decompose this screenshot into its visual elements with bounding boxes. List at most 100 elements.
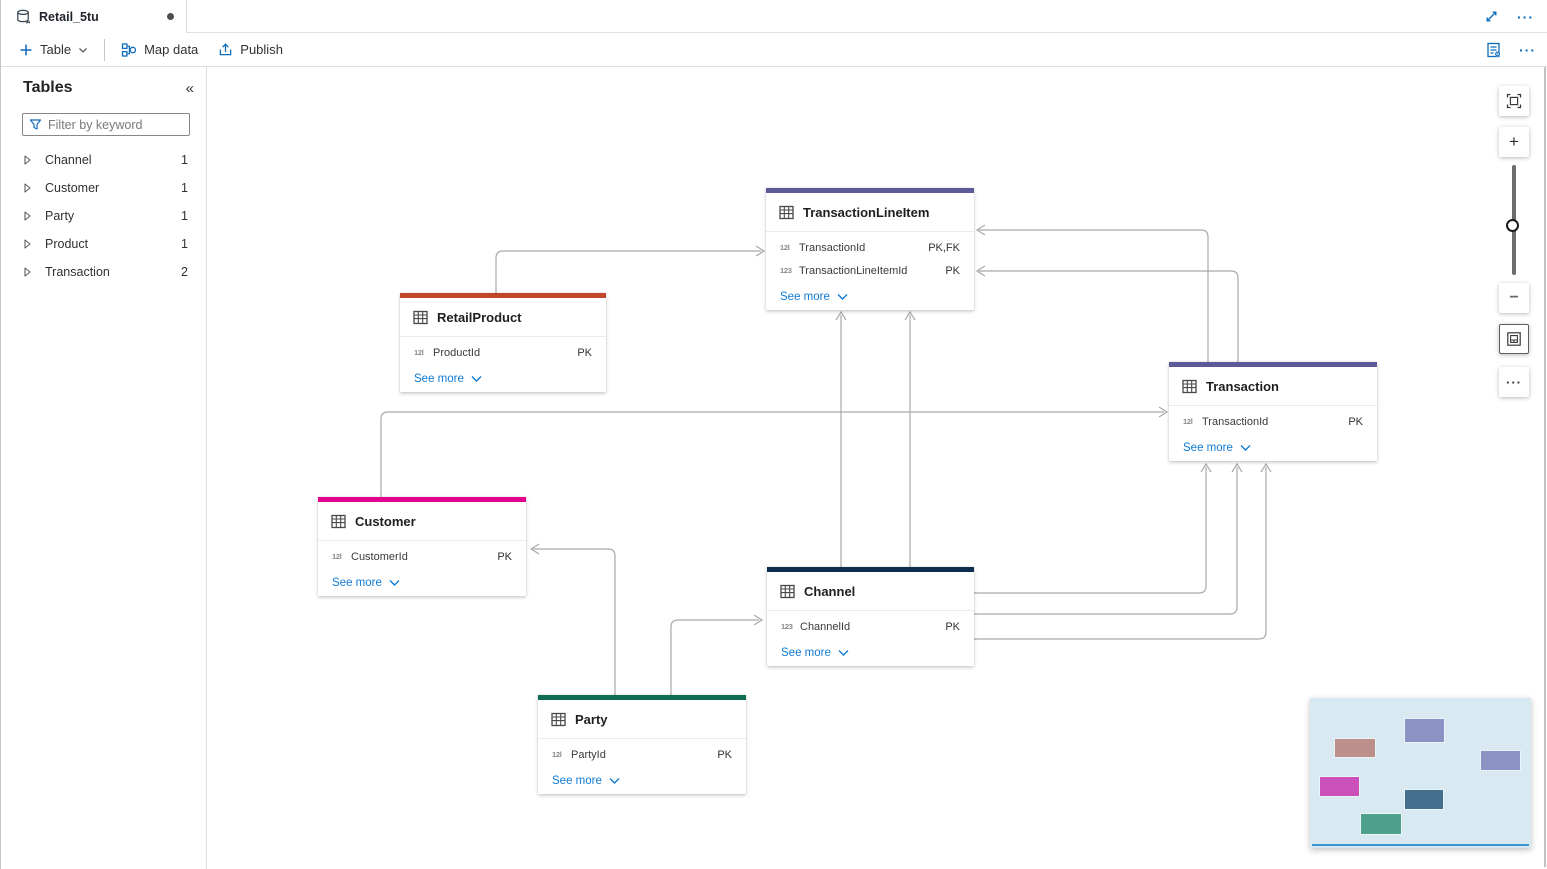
table-icon bbox=[779, 205, 794, 219]
plus-icon bbox=[20, 44, 32, 55]
chevron-right-icon bbox=[24, 239, 31, 249]
minimap[interactable] bbox=[1310, 698, 1531, 848]
see-more-label: See more bbox=[1183, 442, 1233, 454]
entity-color-bar bbox=[318, 497, 526, 502]
table-group-label: Channel bbox=[45, 153, 92, 167]
add-table-label: Table bbox=[40, 42, 72, 57]
sidebar-item-product[interactable]: Product 1 bbox=[1, 230, 206, 258]
zoom-in-button[interactable]: + bbox=[1499, 127, 1529, 157]
see-more-link[interactable]: See more bbox=[318, 570, 526, 596]
field-key-badge: PK bbox=[577, 346, 592, 359]
tab-retail-5tu[interactable]: Retail_5tu bbox=[1, 0, 187, 33]
field-name: CustomerId bbox=[351, 550, 408, 563]
tab-more-icon[interactable]: ··· bbox=[1517, 8, 1534, 25]
entity-card-transaction[interactable]: Transaction 12l TransactionId PK See more bbox=[1169, 362, 1377, 461]
minimap-table-rect bbox=[1361, 814, 1401, 834]
numeric-type-icon: 12l bbox=[1183, 417, 1193, 426]
minimap-icon bbox=[1507, 332, 1521, 346]
publish-label: Publish bbox=[240, 42, 283, 57]
minimap-viewport-line bbox=[1312, 844, 1529, 846]
canvas-more-button[interactable]: ··· bbox=[1499, 367, 1529, 397]
table-group-count: 2 bbox=[181, 265, 188, 279]
chevron-right-icon bbox=[24, 211, 31, 221]
see-more-link[interactable]: See more bbox=[538, 768, 746, 794]
see-more-label: See more bbox=[780, 291, 830, 303]
entity-color-bar bbox=[766, 188, 974, 193]
map-data-button[interactable]: Map data bbox=[111, 37, 208, 63]
table-group-count: 1 bbox=[181, 237, 188, 251]
numeric-type-icon: 123 bbox=[780, 266, 792, 275]
entity-color-bar bbox=[1169, 362, 1377, 367]
zoom-slider-handle[interactable] bbox=[1506, 219, 1519, 232]
table-icon bbox=[413, 310, 428, 324]
collapse-panel-icon[interactable]: « bbox=[185, 79, 194, 97]
entity-field-row: 12l TransactionId PK bbox=[1169, 410, 1377, 433]
vertical-scrollbar[interactable] bbox=[1544, 4, 1546, 867]
field-key-badge: PK bbox=[1348, 415, 1363, 428]
publish-icon bbox=[220, 43, 232, 56]
table-icon bbox=[1182, 379, 1197, 393]
properties-icon[interactable] bbox=[1485, 41, 1503, 59]
see-more-link[interactable]: See more bbox=[766, 284, 974, 310]
table-group-label: Customer bbox=[45, 181, 100, 195]
minimap-table-rect bbox=[1405, 719, 1444, 742]
tables-panel: Tables « Channel1Customer1Party1Product1… bbox=[1, 67, 207, 869]
field-name: TransactionId bbox=[1202, 415, 1269, 428]
add-table-button[interactable]: Table bbox=[9, 37, 98, 63]
see-more-link[interactable]: See more bbox=[1169, 435, 1377, 461]
database-model-icon bbox=[17, 9, 31, 23]
chevron-down-icon bbox=[837, 294, 848, 300]
field-name: PartyId bbox=[571, 748, 606, 761]
sidebar-item-channel[interactable]: Channel 1 bbox=[1, 146, 206, 174]
see-more-link[interactable]: See more bbox=[400, 366, 606, 392]
tables-panel-title: Tables bbox=[23, 79, 73, 96]
entity-title: Transaction bbox=[1206, 378, 1279, 394]
expand-icon[interactable] bbox=[1484, 9, 1499, 24]
numeric-type-icon: 12l bbox=[414, 348, 424, 357]
table-icon bbox=[551, 712, 566, 726]
tab-bar: Retail_5tu ··· bbox=[1, 0, 1547, 33]
publish-button[interactable]: Publish bbox=[208, 37, 293, 63]
table-group-count: 1 bbox=[181, 153, 188, 167]
ellipsis-glyph: ··· bbox=[1506, 374, 1522, 390]
zoom-out-button[interactable]: − bbox=[1499, 283, 1529, 313]
entity-title: Channel bbox=[804, 583, 856, 599]
filter-input[interactable] bbox=[48, 117, 168, 132]
chevron-down-icon bbox=[838, 650, 849, 656]
see-more-label: See more bbox=[552, 775, 602, 787]
entity-color-bar bbox=[767, 567, 974, 572]
minus-glyph: − bbox=[1509, 289, 1519, 306]
filter-field[interactable] bbox=[22, 113, 190, 136]
see-more-label: See more bbox=[332, 577, 382, 589]
map-data-label: Map data bbox=[144, 42, 199, 57]
table-group-label: Product bbox=[45, 237, 89, 251]
see-more-label: See more bbox=[781, 647, 831, 659]
minimap-table-rect bbox=[1481, 751, 1520, 770]
see-more-link[interactable]: See more bbox=[767, 640, 974, 666]
entity-title: TransactionLineItem bbox=[803, 204, 930, 220]
field-key-badge: PK bbox=[945, 620, 960, 633]
chevron-down-icon bbox=[609, 778, 620, 784]
fit-to-screen-button[interactable] bbox=[1499, 86, 1529, 116]
toolbar-more-icon[interactable]: ··· bbox=[1519, 42, 1536, 58]
field-key-badge: PK,FK bbox=[928, 241, 960, 254]
command-toolbar: Table Map data Publish bbox=[1, 33, 1547, 67]
entity-color-bar bbox=[538, 695, 746, 700]
tab-title: Retail_5tu bbox=[39, 9, 99, 24]
minimap-toggle-button[interactable] bbox=[1499, 324, 1529, 354]
chevron-down-icon bbox=[471, 376, 482, 382]
table-group-count: 1 bbox=[181, 209, 188, 223]
